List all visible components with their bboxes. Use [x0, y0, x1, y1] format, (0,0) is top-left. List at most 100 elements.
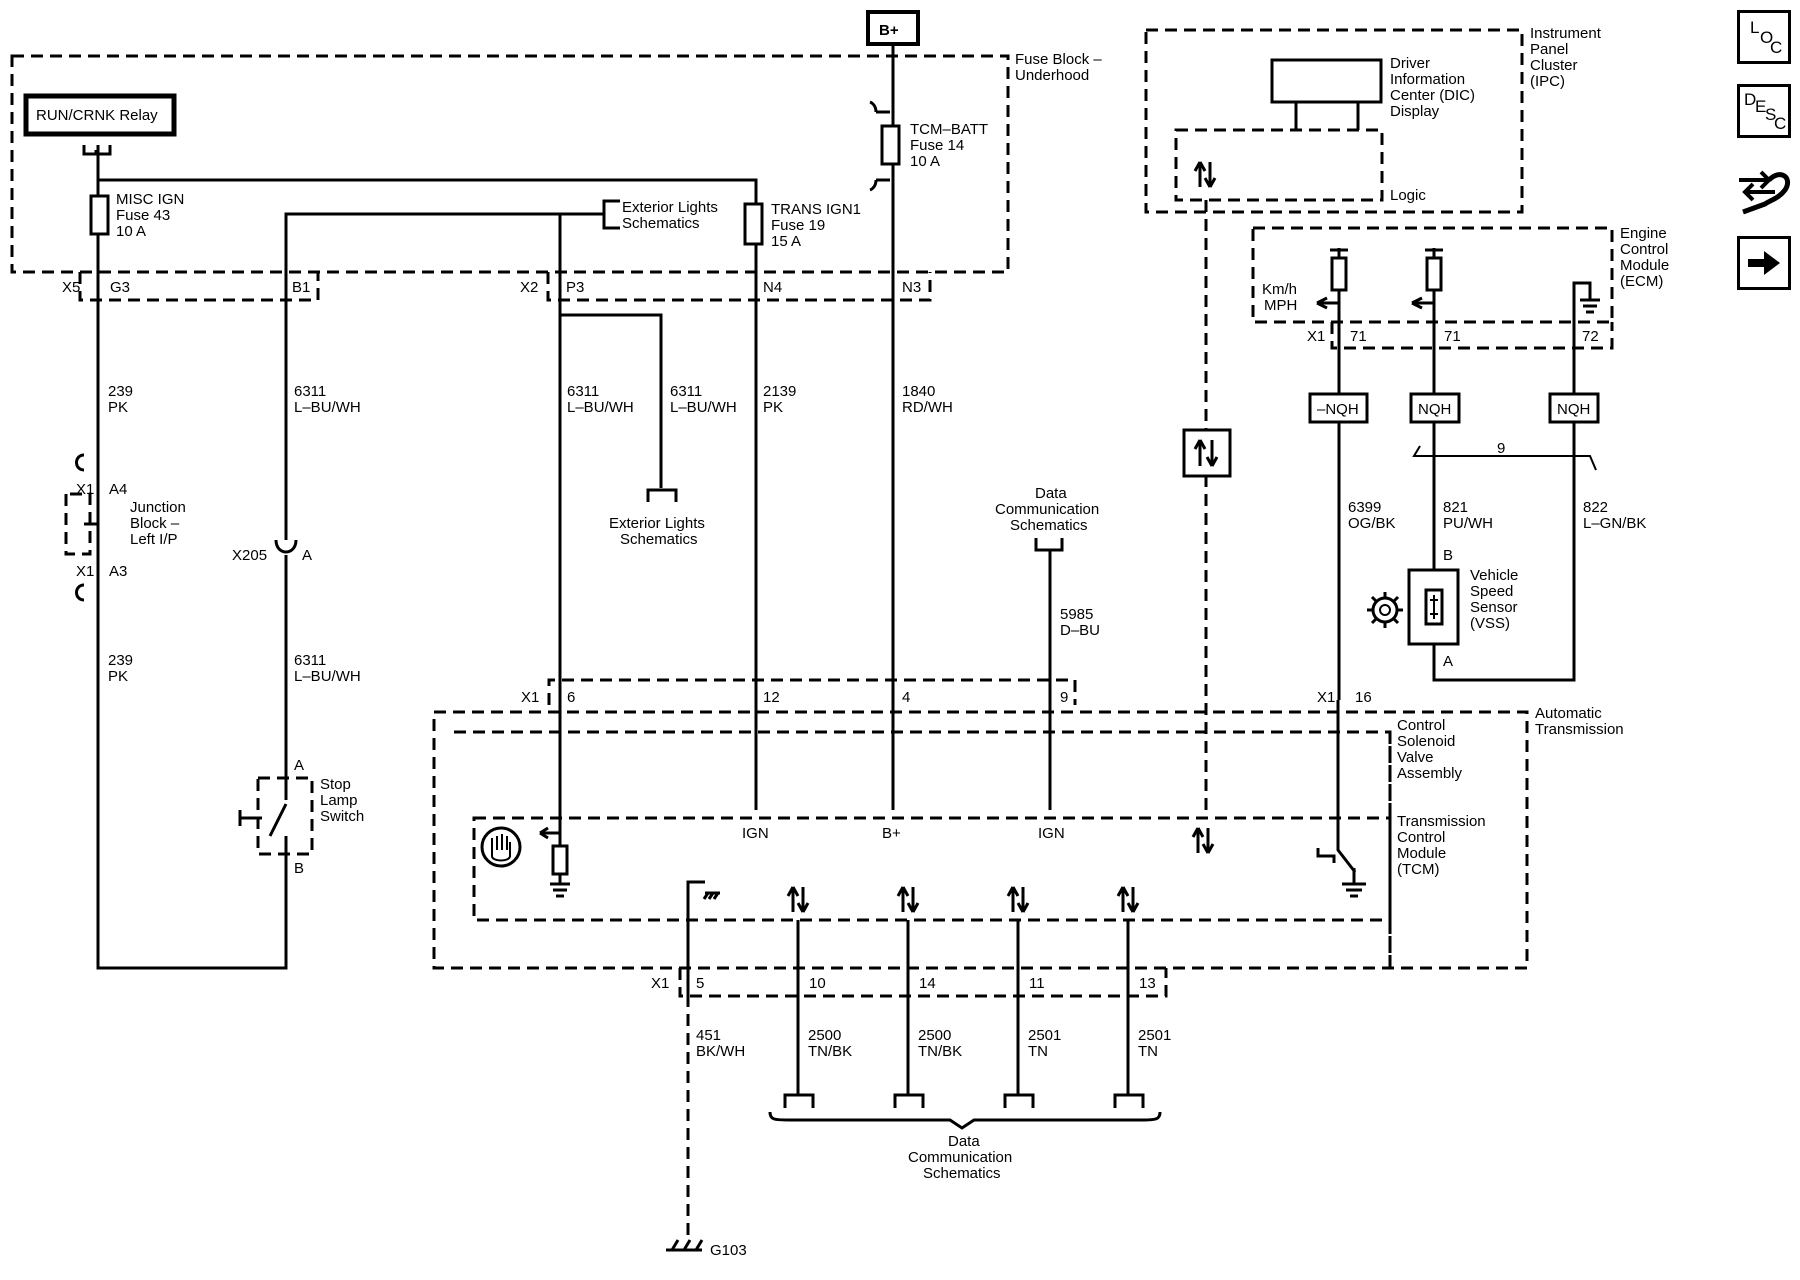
svg-text:P3: P3: [566, 279, 584, 296]
svg-text:NQH: NQH: [1418, 401, 1451, 418]
svg-text:(IPC): (IPC): [1530, 73, 1565, 90]
svg-text:Valve: Valve: [1397, 749, 1433, 766]
misc-ign-fuse: MISC IGN: [116, 191, 184, 208]
svg-text:72: 72: [1582, 328, 1599, 345]
svg-text:Left I/P: Left I/P: [130, 531, 178, 548]
desc-d: D: [1744, 90, 1756, 109]
twisted-pair: [1412, 445, 1597, 471]
svg-text:Vehicle: Vehicle: [1470, 567, 1518, 584]
data-link-symbol: [1182, 428, 1232, 478]
svg-text:L–BU/WH: L–BU/WH: [294, 399, 361, 416]
automatic-transmission: Automatic Transmission Control Solenoid …: [432, 700, 1624, 995]
fuse-block-underhood: Fuse Block – Underhood RUN/CRNK Relay MI…: [10, 51, 1102, 274]
ground-g103: [666, 1239, 704, 1252]
svg-text:L–GN/BK: L–GN/BK: [1583, 515, 1646, 532]
svg-text:B1: B1: [292, 279, 310, 296]
svg-text:–NQH: –NQH: [1317, 401, 1359, 418]
svg-text:239: 239: [108, 383, 133, 400]
svg-text:Data: Data: [1035, 485, 1067, 502]
fuse-block-title: Fuse Block –: [1015, 51, 1102, 68]
svg-text:A: A: [302, 547, 312, 564]
loc-c: C: [1770, 38, 1782, 57]
svg-text:L–BU/WH: L–BU/WH: [294, 668, 361, 685]
svg-text:Junction: Junction: [130, 499, 186, 516]
junction-block-left-ip: X1 A4 X1 A3 Junction Block – Left I/P: [64, 453, 186, 602]
svg-text:451: 451: [696, 1027, 721, 1044]
svg-text:Schematics: Schematics: [1010, 517, 1088, 534]
svg-text:X1: X1: [76, 563, 94, 580]
svg-text:10 A: 10 A: [116, 223, 146, 240]
svg-text:11: 11: [1029, 975, 1045, 992]
svg-text:Control: Control: [1620, 241, 1668, 258]
svg-text:16: 16: [1355, 689, 1372, 706]
svg-text:5: 5: [696, 975, 704, 992]
exterior-lights-ref: Exterior Lights: [622, 199, 718, 216]
svg-text:Block –: Block –: [130, 515, 180, 532]
svg-text:6311: 6311: [567, 383, 599, 400]
desc-c: C: [1774, 114, 1786, 133]
svg-text:D–BU: D–BU: [1060, 622, 1100, 639]
svg-text:Information: Information: [1390, 71, 1465, 88]
svg-text:13: 13: [1139, 975, 1156, 992]
svg-text:Switch: Switch: [320, 808, 364, 825]
wrench-arrows-icon[interactable]: [1735, 160, 1795, 220]
svg-text:14: 14: [919, 975, 936, 992]
svg-text:Module: Module: [1397, 845, 1446, 862]
exterior-lights-ref-2: Exterior Lights: [609, 515, 705, 532]
svg-text:Control: Control: [1397, 829, 1445, 846]
svg-text:IGN: IGN: [742, 825, 769, 842]
svg-text:NQH: NQH: [1557, 401, 1590, 418]
svg-text:RD/WH: RD/WH: [902, 399, 953, 416]
svg-text:15 A: 15 A: [771, 233, 801, 250]
next-arrow-button[interactable]: [1737, 236, 1791, 290]
svg-text:X1: X1: [1307, 328, 1325, 345]
svg-text:OG/BK: OG/BK: [1348, 515, 1396, 532]
svg-text:6311: 6311: [670, 383, 702, 400]
run-crnk-relay: RUN/CRNK Relay: [36, 107, 158, 124]
location-button[interactable]: L O C: [1737, 10, 1791, 64]
svg-text:Km/h: Km/h: [1262, 281, 1297, 298]
svg-text:4: 4: [902, 689, 910, 706]
svg-text:Schematics: Schematics: [622, 215, 700, 232]
svg-text:N4: N4: [763, 279, 782, 296]
svg-text:Engine: Engine: [1620, 225, 1667, 242]
svg-text:Schematics: Schematics: [923, 1165, 1001, 1182]
svg-text:PU/WH: PU/WH: [1443, 515, 1493, 532]
svg-text:(ECM): (ECM): [1620, 273, 1663, 290]
svg-text:TN/BK: TN/BK: [808, 1043, 852, 1060]
svg-text:G3: G3: [110, 279, 130, 296]
svg-text:12: 12: [763, 689, 780, 706]
svg-text:A: A: [1443, 653, 1453, 670]
svg-text:(TCM): (TCM): [1397, 861, 1439, 878]
svg-text:A3: A3: [109, 563, 127, 580]
svg-text:L–BU/WH: L–BU/WH: [567, 399, 634, 416]
svg-text:9: 9: [1060, 689, 1068, 706]
control-solenoid-valve-assembly: Control: [1397, 717, 1445, 734]
svg-text:B+: B+: [882, 825, 901, 842]
svg-text:Data: Data: [948, 1133, 980, 1150]
data-comm-ref-bottom: Communication: [908, 1149, 1012, 1166]
svg-text:10 A: 10 A: [910, 153, 940, 170]
svg-text:6: 6: [567, 689, 575, 706]
svg-text:B: B: [1443, 547, 1453, 564]
loc-o: O: [1760, 28, 1773, 47]
svg-text:Solenoid: Solenoid: [1397, 733, 1455, 750]
svg-text:Display: Display: [1390, 103, 1440, 120]
svg-text:6311: 6311: [294, 652, 326, 669]
svg-text:Fuse 19: Fuse 19: [771, 217, 825, 234]
svg-text:X1: X1: [521, 689, 539, 706]
svg-text:1840: 1840: [902, 383, 935, 400]
svg-text:Fuse 14: Fuse 14: [910, 137, 964, 154]
svg-text:PK: PK: [108, 668, 128, 685]
auto-trans-title: Automatic: [1535, 705, 1602, 722]
description-button[interactable]: D E S C: [1737, 84, 1791, 138]
svg-text:822: 822: [1583, 499, 1608, 516]
svg-text:Cluster: Cluster: [1530, 57, 1578, 74]
svg-text:X2: X2: [520, 279, 538, 296]
loc-l: L: [1750, 18, 1759, 37]
stop-lamp-switch[interactable]: A B Stop Lamp Switch: [238, 757, 364, 877]
nqh-negative: [1308, 392, 1369, 424]
svg-text:(VSS): (VSS): [1470, 615, 1510, 632]
svg-text:Fuse 43: Fuse 43: [116, 207, 170, 224]
dic-display: [1270, 58, 1383, 104]
